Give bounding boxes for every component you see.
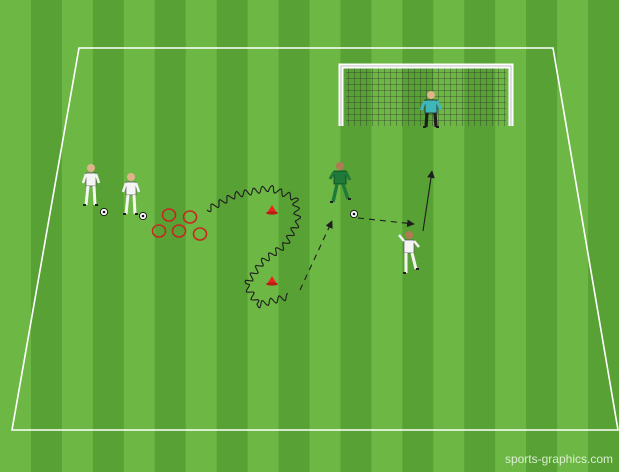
ball-2 — [139, 212, 146, 219]
grass-stripe — [62, 0, 93, 472]
grass-stripe — [124, 0, 155, 472]
watermark: sports-graphics.com — [505, 452, 613, 466]
grass-stripe — [93, 0, 124, 472]
grass-stripe — [526, 0, 557, 472]
ball-1 — [100, 208, 107, 215]
ball-3 — [350, 210, 357, 217]
grass-stripe — [588, 0, 619, 472]
grass-stripe — [557, 0, 588, 472]
grass-stripe — [248, 0, 279, 472]
grass-stripe — [217, 0, 248, 472]
grass-stripe — [279, 0, 310, 472]
grass-stripe — [0, 0, 31, 472]
grass-stripe — [186, 0, 217, 472]
